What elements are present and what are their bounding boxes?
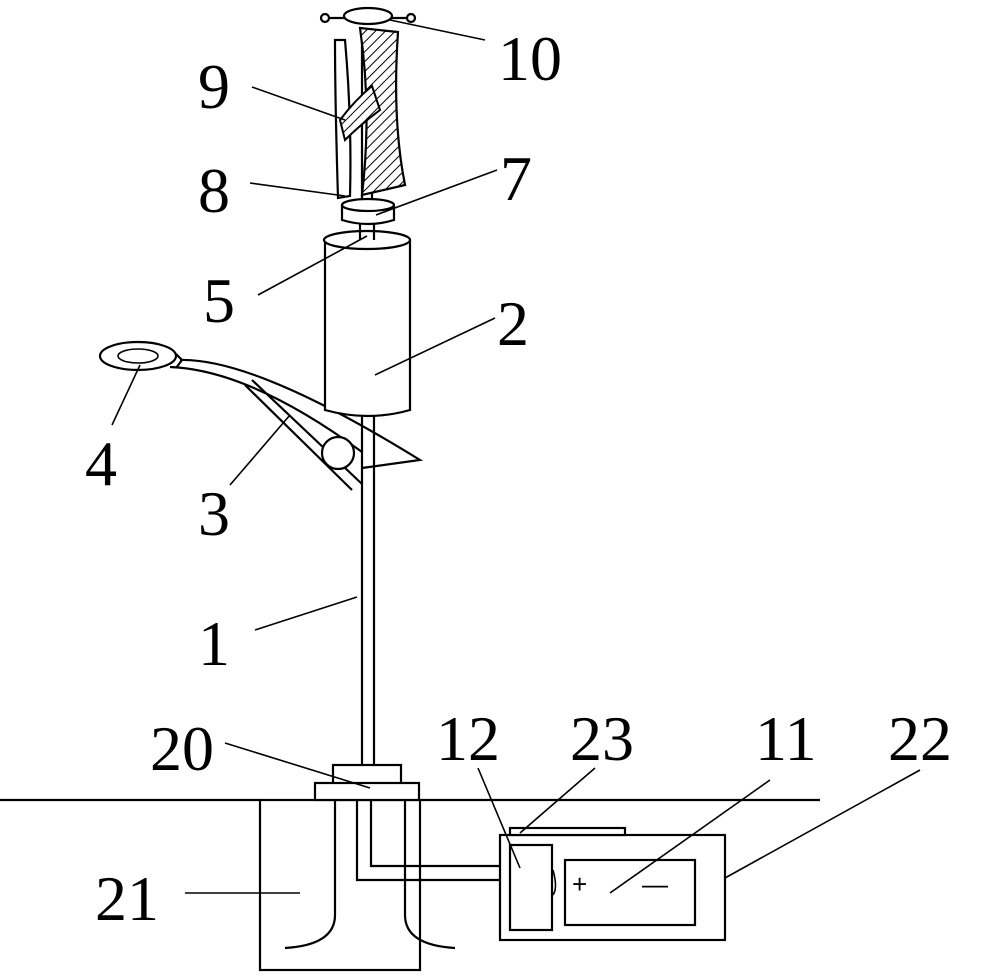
generator-housing <box>322 229 412 418</box>
label-3: 3 <box>198 478 230 549</box>
controller <box>508 843 557 932</box>
label-20: 20 <box>150 713 214 784</box>
box-lid <box>508 826 627 837</box>
battery-plus-symbol: + <box>572 869 587 899</box>
label-22: 22 <box>888 703 952 774</box>
label-2: 2 <box>497 288 529 359</box>
label-1: 1 <box>198 608 230 679</box>
battery: + — <box>563 858 697 927</box>
label-10: 10 <box>498 23 562 94</box>
pole-base-flange <box>313 763 421 802</box>
battery-minus-symbol: — <box>642 869 668 899</box>
label-12: 12 <box>436 703 500 774</box>
leader-lines <box>111 19 921 894</box>
label-8: 8 <box>198 155 230 226</box>
bearing <box>340 197 396 226</box>
foundation-pit <box>258 798 456 972</box>
label-5: 5 <box>203 265 235 336</box>
helical-blades <box>333 26 407 200</box>
label-7: 7 <box>500 143 532 214</box>
label-9: 9 <box>198 51 230 122</box>
label-11: 11 <box>755 703 817 774</box>
label-23: 23 <box>570 703 634 774</box>
label-21: 21 <box>95 863 159 934</box>
reference-numerals: 10 9 8 7 5 2 4 3 1 20 21 12 23 11 22 <box>85 23 952 934</box>
underground-cable <box>355 800 500 882</box>
lamp-head <box>98 340 184 372</box>
top-cap <box>319 6 417 26</box>
shaft <box>358 222 376 240</box>
label-4: 4 <box>85 428 117 499</box>
lamp-arm <box>169 358 424 491</box>
pole <box>360 415 376 765</box>
